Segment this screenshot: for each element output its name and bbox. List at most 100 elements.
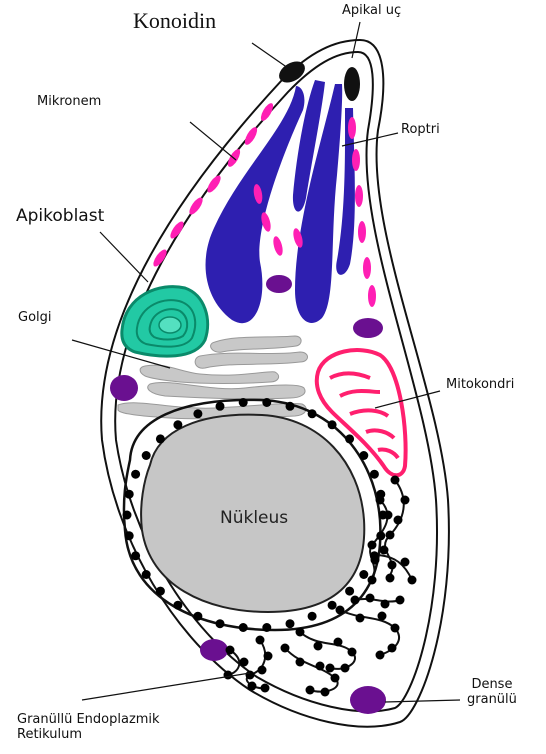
ribosome-dot <box>246 671 255 680</box>
ribosome-dot <box>371 556 380 565</box>
ribosome-dot <box>386 574 395 583</box>
ribosome-dot <box>351 596 360 605</box>
ribosome-dot <box>356 614 365 623</box>
ribosome-dot <box>370 470 379 479</box>
ribosome-dot <box>306 686 315 695</box>
ribosome-dot <box>408 576 417 585</box>
ribosome-dot <box>125 490 134 499</box>
ribosome-dot <box>216 619 225 628</box>
label-roptri: Roptri <box>401 123 440 136</box>
golgi-cisterna <box>140 365 278 383</box>
dense-granule <box>200 639 228 661</box>
ribosome-dot <box>281 644 290 653</box>
microneme <box>243 125 260 146</box>
microneme <box>355 185 363 207</box>
ribosome-dot <box>394 516 403 525</box>
ribosome-dot <box>262 623 271 632</box>
ribosome-dot <box>226 646 235 655</box>
ribosome-dot <box>308 612 317 621</box>
mitochondrion-crista <box>350 410 388 416</box>
dense-granule <box>266 275 292 293</box>
ribosome-dot <box>366 594 375 603</box>
ribosome-dot <box>142 451 151 460</box>
ribosome-dot <box>378 612 387 621</box>
ribosome-dot <box>156 587 165 596</box>
microneme <box>348 117 356 139</box>
ribosome-dot <box>321 688 330 697</box>
ribosome-dot <box>376 496 385 505</box>
ribosome-dot <box>193 409 202 418</box>
mitochondrion-crista <box>340 391 380 396</box>
ribosome-dot <box>248 682 257 691</box>
ribosome-dot <box>401 558 410 567</box>
ribosome-dot <box>345 587 354 596</box>
golgi-cisterna <box>195 352 307 368</box>
ribosome-dot <box>381 600 390 609</box>
ribosome-dot <box>296 658 305 667</box>
ribosome-dot <box>173 420 182 429</box>
ribosome-dot <box>216 402 225 411</box>
ribosome-dot <box>326 664 335 673</box>
ribosome-dot <box>336 606 345 615</box>
ribosome-dot <box>239 623 248 632</box>
ribosome-dot <box>328 420 337 429</box>
ribosome-dot <box>173 601 182 610</box>
ribosome-dot <box>296 628 305 637</box>
label-apikal-uc: Apikal uç <box>342 4 401 17</box>
ribosome-dot <box>308 409 317 418</box>
ribosome-dot <box>142 570 151 579</box>
ribosome-dot <box>314 642 323 651</box>
ribosome-dot <box>396 596 405 605</box>
label-konoidin: Konoidin <box>133 10 216 32</box>
dense-granule <box>353 318 383 338</box>
ribosome-dot <box>286 619 295 628</box>
ribosome-dot <box>391 476 400 485</box>
apicoplast <box>122 287 208 357</box>
ribosome-dot <box>258 666 267 675</box>
golgi-cisterna <box>148 382 305 398</box>
ribosome-dot <box>125 531 134 540</box>
ribosome-dot <box>131 551 140 560</box>
ribosome-dot <box>240 658 249 667</box>
ribosome-dot <box>123 511 132 520</box>
mitochondrion-crista <box>378 449 398 458</box>
ribosome-dot <box>384 511 393 520</box>
ribosome-dot <box>368 541 377 550</box>
conoid-cap-2 <box>344 67 360 101</box>
label-mitokondri: Mitokondri <box>446 378 514 391</box>
ribosome-dot <box>131 470 140 479</box>
dense-granule <box>110 375 138 401</box>
ribosome-dot <box>239 398 248 407</box>
dense-granule <box>350 686 386 714</box>
ribosome-dot <box>256 636 265 645</box>
microneme <box>187 196 205 217</box>
ribosome-dot <box>348 648 357 657</box>
ribosome-dot <box>328 601 337 610</box>
leader-ger <box>82 673 250 700</box>
ribosome-dot <box>286 402 295 411</box>
ribosome-dot <box>391 624 400 633</box>
ribosome-dot <box>224 671 233 680</box>
ribosome-dot <box>388 644 397 653</box>
ribosome-dot <box>345 434 354 443</box>
leader-apikoblast <box>100 232 148 282</box>
ribosome-dot <box>316 662 325 671</box>
ribosome-dot <box>264 652 273 661</box>
ribosome-dot <box>376 531 385 540</box>
ribosome-dot <box>341 664 350 673</box>
microneme <box>368 285 376 307</box>
leader-dense <box>385 700 460 702</box>
mitochondrion-crista <box>330 373 370 378</box>
microneme <box>358 221 366 243</box>
ribosome-dot <box>193 612 202 621</box>
ribosome-dot <box>401 496 410 505</box>
ribosome-dot <box>380 546 389 555</box>
ribosome-dot <box>261 684 270 693</box>
ribosome-dot <box>388 561 397 570</box>
ribosome-dot <box>262 398 271 407</box>
microneme <box>363 257 371 279</box>
ribosome-dot <box>359 451 368 460</box>
label-mikronem: Mikronem <box>37 95 101 108</box>
